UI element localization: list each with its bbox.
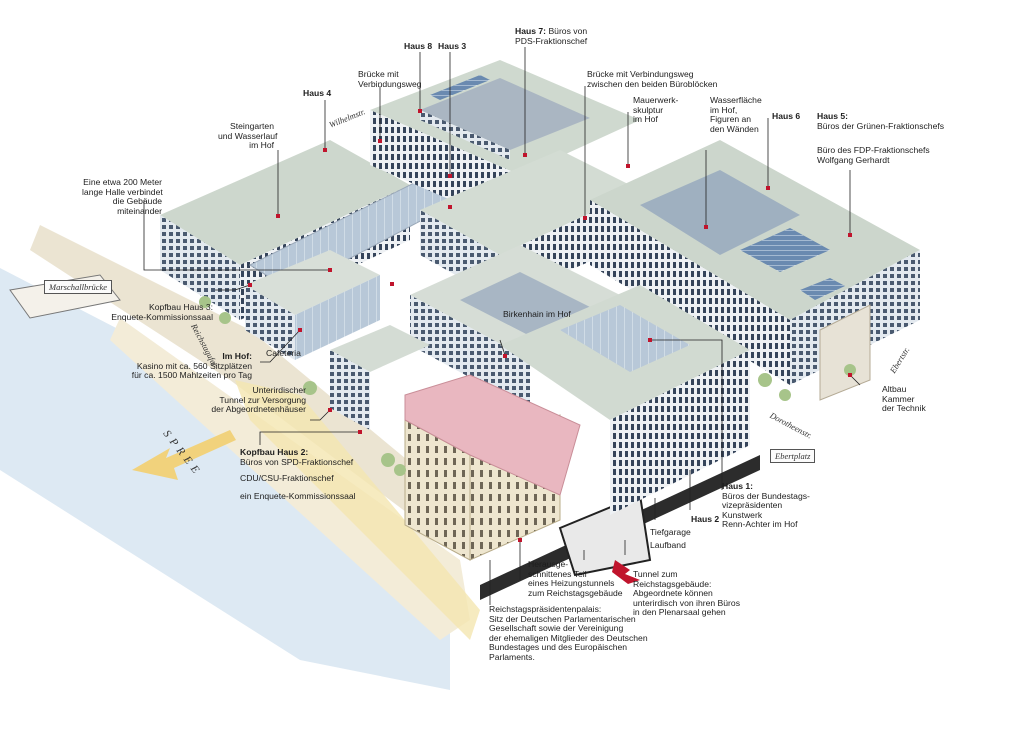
central-block-front bbox=[410, 295, 530, 410]
label-tiefgarage: Tiefgarage bbox=[650, 527, 691, 537]
west-block-facade bbox=[160, 215, 240, 320]
east-solar-2 bbox=[800, 278, 845, 300]
north-court bbox=[420, 78, 590, 150]
label-palais: Reichstagspräsidentenpalais:Sitz der Deu… bbox=[489, 604, 648, 662]
palais-roof bbox=[404, 374, 581, 496]
sign-marschallbruecke: Marschallbrücke bbox=[44, 280, 113, 294]
cafeteria-glass bbox=[295, 275, 380, 360]
north-court-wall bbox=[420, 110, 510, 160]
label-haus5: Haus 5:Büros der Grünen-Fraktionschefs bbox=[817, 111, 945, 131]
label-haus6: Haus 6 bbox=[772, 111, 801, 121]
east-block-front bbox=[590, 200, 790, 385]
kopfbau3-front bbox=[245, 285, 295, 360]
east-solar-1 bbox=[740, 228, 830, 272]
label-cafeteria: Cafeteria bbox=[266, 348, 301, 358]
spree-river bbox=[0, 268, 450, 690]
birkenhain-court bbox=[460, 272, 590, 336]
west-block-roof bbox=[160, 140, 410, 265]
label-haus4: Haus 4 bbox=[303, 88, 332, 98]
leader-lines bbox=[143, 47, 861, 605]
label-haus3: Haus 3 bbox=[438, 41, 467, 51]
label-haus2: Haus 2 bbox=[691, 514, 720, 524]
label-kopfbau2: Kopfbau Haus 2:Büros von SPD-Fraktionsch… bbox=[240, 447, 354, 467]
label-laufband: Laufband bbox=[650, 540, 686, 550]
kopfbau2-roof bbox=[330, 325, 430, 372]
east-court bbox=[640, 170, 800, 255]
south-skylights bbox=[560, 305, 690, 372]
south-block-front bbox=[610, 350, 750, 515]
label-cdu: CDU/CSU-Fraktionschef bbox=[240, 473, 334, 483]
spree-arrow bbox=[132, 430, 236, 480]
label-kopfbau3: Kopfbau Haus 3:Enquete-Kommissionssaal bbox=[111, 302, 213, 322]
trees bbox=[199, 296, 856, 476]
label-haus8: Haus 8 bbox=[404, 41, 433, 51]
kopfbau2-front bbox=[330, 350, 370, 430]
sign-ebertplatz: Ebertplatz bbox=[770, 449, 816, 463]
label-birkenhain: Birkenhain im Hof bbox=[503, 309, 571, 319]
river-promenade bbox=[110, 318, 470, 640]
altbau bbox=[819, 304, 871, 401]
kopfbau3 bbox=[245, 250, 380, 315]
label-enquete: ein Enquete-Kommissionssaal bbox=[240, 491, 356, 501]
label-haus1: Haus 1:Büros der Bundestags-vizepräsiden… bbox=[722, 481, 810, 530]
tunnel-arrow bbox=[612, 560, 640, 584]
north-solar bbox=[430, 75, 490, 100]
yellow-walkway bbox=[235, 380, 480, 640]
red-markers bbox=[248, 109, 852, 542]
